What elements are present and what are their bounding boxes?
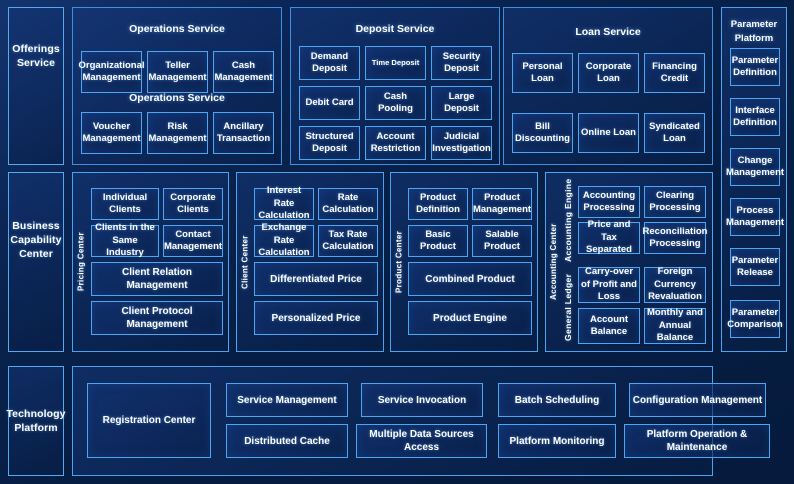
cell-carry-over-of-profit-and-loss[interactable]: Carry-over of Profit and Loss [578, 266, 640, 303]
cell-parameter-definition[interactable]: Parameter Definition [730, 48, 780, 86]
right-rail-title: Parameter Platform [730, 19, 778, 45]
cell-syndicated-loan[interactable]: Syndicated Loan [644, 113, 705, 153]
cell-clients-in-the-same-industry[interactable]: Clients in the Same Industry [91, 222, 159, 258]
cell-foreign-currency-revaluation[interactable]: Foreign Currency Revaluation [644, 266, 706, 303]
cell-client-relation-management[interactable]: Client Relation Management [91, 262, 223, 296]
cell-personal-loan[interactable]: Personal Loan [512, 53, 573, 93]
subgroup-accounting-engine[interactable]: Accounting Engine Accounting Processing … [561, 178, 711, 263]
cell-product-engine[interactable]: Product Engine [408, 301, 532, 335]
cell-teller-management[interactable]: Teller Management [147, 51, 208, 93]
cell-platform-monitoring[interactable]: Platform Monitoring [498, 424, 616, 458]
group-deposit-service[interactable]: Deposit Service Demand Deposit Time Depo… [290, 7, 500, 165]
cell-accounting-processing[interactable]: Accounting Processing [578, 186, 640, 218]
cell-debit-card[interactable]: Debit Card [299, 86, 360, 120]
row-label-business-capability-center[interactable]: Business Capability Center [8, 172, 64, 352]
cell-monthly-and-annual-balance[interactable]: Monthly and Annual Balance [644, 307, 706, 344]
cell-service-management[interactable]: Service Management [226, 383, 348, 417]
cell-registration-center[interactable]: Registration Center [87, 383, 211, 458]
cell-product-management[interactable]: Product Management [472, 188, 532, 220]
subgroup-vlabel-accounting-engine: Accounting Engine [563, 178, 573, 263]
right-rail-parameter-platform[interactable]: Parameter Platform Parameter Definition … [721, 7, 787, 352]
group-loan-service[interactable]: Loan Service Personal Loan Corporate Loa… [503, 7, 713, 165]
cell-reconciliation-processing[interactable]: Reconciliation Processing [643, 222, 707, 254]
cell-differentiated-price[interactable]: Differentiated Price [254, 262, 378, 296]
group-technology-platform[interactable]: Registration Center Service Management D… [72, 366, 770, 476]
cell-structured-deposit[interactable]: Structured Deposit [299, 126, 360, 160]
group-client-center[interactable]: Client Center Interest Rate Calculation … [236, 172, 384, 352]
cell-combined-product[interactable]: Combined Product [408, 262, 532, 296]
group-vlabel-pricing-center: Pricing Center [76, 232, 86, 292]
cell-process-management[interactable]: Process Management [726, 198, 784, 236]
cell-exchange-rate-calculation[interactable]: Exchange Rate Calculation [254, 222, 314, 258]
cell-parameter-release[interactable]: Parameter Release [730, 248, 780, 286]
group-title-operations-service: Operations Service [129, 23, 225, 35]
cell-ancillary-transaction[interactable]: Ancillary Transaction [213, 112, 274, 154]
cell-tax-rate-calculation[interactable]: Tax Rate Calculation [318, 225, 378, 257]
cell-client-protocol-management[interactable]: Client Protocol Management [91, 301, 223, 335]
cell-risk-management[interactable]: Risk Management [147, 112, 208, 154]
cell-cash-pooling[interactable]: Cash Pooling [365, 86, 426, 120]
cell-service-invocation[interactable]: Service Invocation [361, 383, 483, 417]
cell-change-management[interactable]: Change Management [726, 148, 784, 186]
cell-product-definition[interactable]: Product Definition [408, 188, 468, 220]
cell-organizational-management[interactable]: Organizational Management [79, 51, 145, 93]
cell-time-deposit[interactable]: Time Deposit [365, 46, 426, 80]
group-subtitle-operations-service: Operations Service [129, 92, 225, 104]
group-product-center[interactable]: Product Center Product Definition Produc… [390, 172, 538, 352]
group-title-deposit-service: Deposit Service [355, 23, 435, 35]
group-pricing-center[interactable]: Pricing Center Individual Clients Corpor… [72, 172, 229, 352]
row-label-technology-platform[interactable]: Technology Platform [6, 366, 66, 476]
group-vlabel-client-center: Client Center [240, 235, 250, 289]
cell-financing-credit[interactable]: Financing Credit [644, 53, 705, 93]
row-label-offerings-service-text: Offerings Service [12, 43, 60, 70]
cell-configuration-management[interactable]: Configuration Management [629, 383, 766, 417]
cell-personalized-price[interactable]: Personalized Price [254, 301, 378, 335]
cell-corporate-loan[interactable]: Corporate Loan [578, 53, 639, 93]
cell-online-loan[interactable]: Online Loan [578, 113, 639, 153]
cell-platform-operation-and-maintenance[interactable]: Platform Operation & Maintenance [624, 424, 770, 458]
cell-interest-rate-calculation[interactable]: Interest Rate Calculation [254, 185, 314, 221]
cell-bill-discounting[interactable]: Bill Discounting [512, 113, 573, 153]
row-label-offerings-service[interactable]: Offerings Service [8, 7, 64, 165]
cell-price-and-tax-separated[interactable]: Price and Tax Separated [578, 219, 640, 255]
group-title-loan-service: Loan Service [575, 26, 641, 38]
cell-judicial-investigation[interactable]: Judicial Investigation [431, 126, 492, 160]
row-label-business-capability-center-text: Business Capability Center [10, 220, 62, 261]
cell-account-restriction[interactable]: Account Restriction [365, 126, 426, 160]
cell-distributed-cache[interactable]: Distributed Cache [226, 424, 348, 458]
cell-corporate-clients[interactable]: Corporate Clients [163, 188, 223, 220]
cell-batch-scheduling[interactable]: Batch Scheduling [498, 383, 616, 417]
cell-contact-management[interactable]: Contact Management [163, 225, 223, 257]
group-vlabel-product-center: Product Center [394, 231, 404, 293]
group-operations-service[interactable]: Operations Service Operations Service Or… [72, 7, 282, 165]
cell-rate-calculation[interactable]: Rate Calculation [318, 188, 378, 220]
cell-interface-definition[interactable]: Interface Definition [730, 98, 780, 136]
cell-clearing-processing[interactable]: Clearing Processing [644, 186, 706, 218]
cell-account-balance[interactable]: Account Balance [578, 308, 640, 344]
cell-parameter-comparison[interactable]: Parameter Comparison [727, 300, 783, 338]
cell-voucher-management[interactable]: Voucher Management [81, 112, 142, 154]
cell-cash-management[interactable]: Cash Management [213, 51, 274, 93]
subgroup-general-ledger[interactable]: General Ledger Carry-over of Profit and … [561, 265, 711, 350]
group-accounting-center[interactable]: Accounting Center Accounting Engine Acco… [545, 172, 713, 352]
cell-basic-product[interactable]: Basic Product [408, 225, 468, 257]
cell-security-deposit[interactable]: Security Deposit [431, 46, 492, 80]
cell-salable-product[interactable]: Salable Product [472, 225, 532, 257]
cell-multiple-data-sources-access[interactable]: Multiple Data Sources Access [356, 424, 487, 458]
row-label-technology-platform-text: Technology Platform [6, 408, 66, 435]
cell-individual-clients[interactable]: Individual Clients [91, 188, 159, 220]
group-vlabel-accounting-center: Accounting Center [549, 223, 558, 301]
cell-large-deposit[interactable]: Large Deposit [431, 86, 492, 120]
cell-demand-deposit[interactable]: Demand Deposit [299, 46, 360, 80]
subgroup-vlabel-general-ledger: General Ledger [563, 273, 573, 342]
